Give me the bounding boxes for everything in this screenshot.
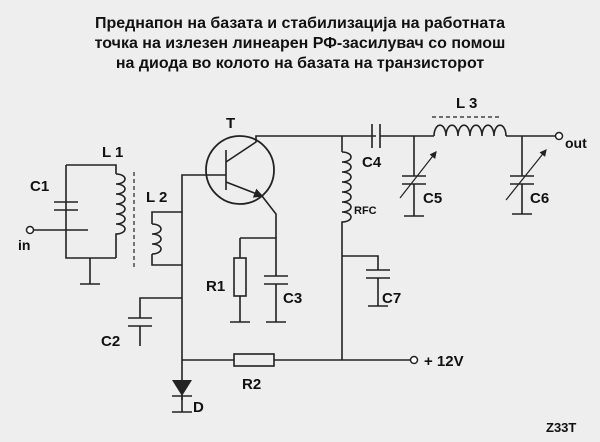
capacitor-c3 [264,275,288,285]
emitter-network [230,237,288,323]
inductor-l1 [115,173,126,238]
label-out: out [565,135,587,151]
resistor-r1 [233,257,247,297]
capacitor-c7 [366,269,390,279]
resistor-r2 [233,353,275,367]
label-d: D [193,399,204,416]
inductor-l3 [433,124,507,137]
transistor-t [198,135,376,238]
label-r2: R2 [242,376,261,393]
label-l3: L 3 [456,95,477,112]
title-line-3: на диода во колото на базата на транзист… [115,55,485,72]
title-line-1: Преднапон на базата и стабилизација на р… [94,15,506,32]
title-line-2: точка на излезен линеарен РФ-засилувач с… [94,35,506,52]
supply-terminal [409,355,419,365]
label-c7: C7 [382,290,401,307]
label-c1: C1 [30,178,49,195]
capacitor-c2 [128,317,152,327]
label-c5: C5 [423,190,442,207]
diagram-title: Преднапон на базата и стабилизација на р… [0,14,600,74]
label-l1: L 1 [102,144,123,161]
label-code: Z33T [546,420,576,435]
output-network [399,116,564,217]
label-l2: L 2 [146,189,167,206]
label-r1: R1 [206,278,225,295]
label-c4: C4 [362,154,382,171]
capacitor-c1 [54,201,78,211]
inductor-rfc [341,151,352,226]
input-terminal [25,225,88,235]
label-in: in [18,237,30,253]
input-tank-circuit [25,164,135,285]
collector-network [341,124,434,360]
label-supply: + 12V [424,353,464,370]
output-terminal [554,131,564,141]
label-c6: C6 [530,190,549,207]
component-labels: T L 1 C1 L 2 in R1 C3 C2 R2 D C4 RFC C7 … [18,95,587,435]
diode-d [172,380,192,397]
label-t: T [226,115,235,132]
inductor-l2 [151,223,162,255]
label-rfc: RFC [354,205,377,217]
label-c2: C2 [101,333,120,350]
label-c3: C3 [283,290,302,307]
